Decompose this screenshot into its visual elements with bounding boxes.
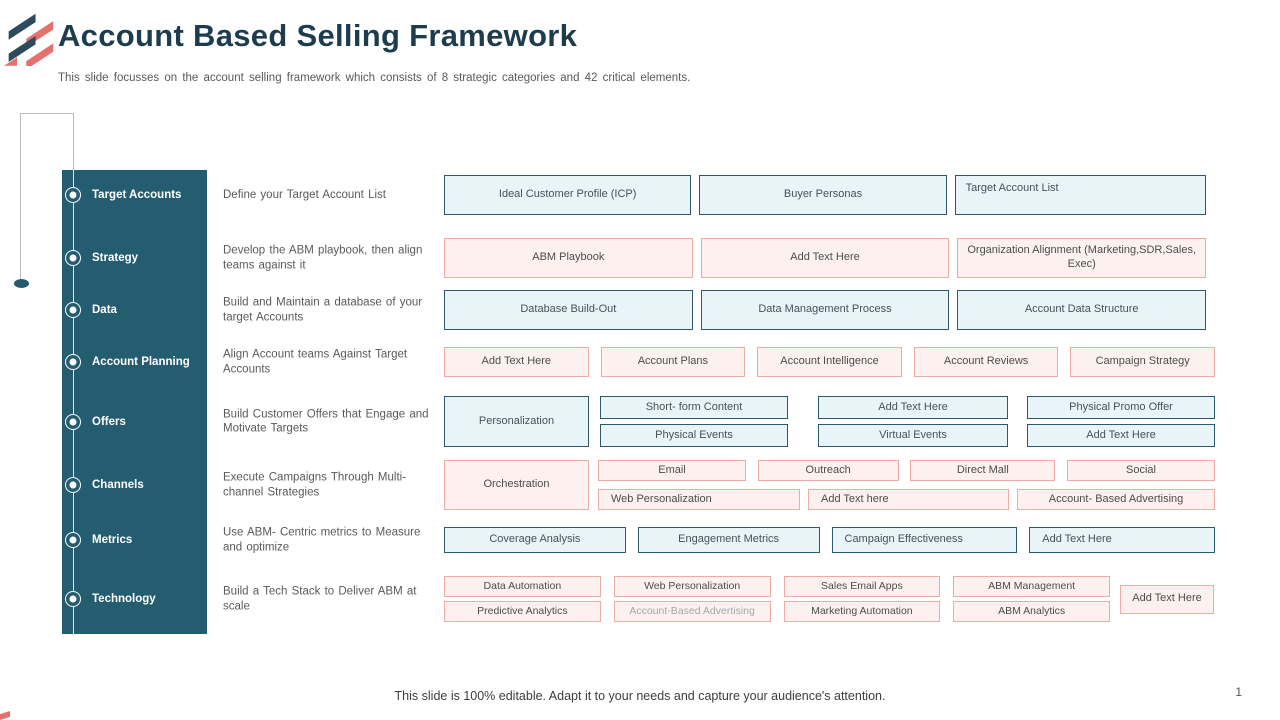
framework-box[interactable]: Add Text Here: [1120, 584, 1214, 614]
radio-bullet-icon: [65, 477, 81, 493]
framework-box[interactable]: Add Text Here: [1029, 527, 1215, 553]
radio-bullet-icon: [65, 250, 81, 266]
framework-box[interactable]: Predictive Analytics: [444, 601, 601, 622]
category-row-technology: Technology Build a Tech Stack to Deliver…: [62, 576, 1215, 622]
category-row-channels: Channels Execute Campaigns Through Multi…: [62, 460, 1215, 510]
sidebar-background: [62, 170, 207, 634]
radio-bullet-icon: [65, 302, 81, 318]
framework-box[interactable]: ABM Playbook: [444, 238, 693, 278]
framework-box[interactable]: Virtual Events: [818, 424, 1008, 447]
category-label: Account Planning: [92, 356, 190, 368]
framework-box[interactable]: Organization Alignment (Marketing,SDR,Sa…: [957, 238, 1207, 278]
framework-box[interactable]: Campaign Strategy: [1070, 347, 1215, 377]
category-description: Align Account teams Against Target Accou…: [223, 348, 408, 376]
company-logo-icon: [4, 13, 54, 66]
page-title: Account Based Selling Framework: [58, 18, 578, 53]
framework-box[interactable]: Buyer Personas: [699, 175, 947, 215]
category-description: Execute Campaigns Through Multi-channel …: [223, 471, 407, 499]
framework-box[interactable]: Web Personalization: [613, 576, 771, 597]
framework-box[interactable]: Account Plans: [600, 347, 746, 377]
page-number: 1: [1235, 685, 1242, 699]
framework-box[interactable]: Sales Email Apps: [783, 576, 941, 597]
radio-bullet-icon: [65, 413, 81, 430]
sidebar-timeline-line: [73, 170, 74, 634]
framework-box[interactable]: Physical Events: [600, 424, 788, 447]
framework-box-tall[interactable]: Orchestration: [444, 460, 589, 510]
framework-box[interactable]: Data Automation: [444, 576, 601, 597]
category-row-account-planning: Account Planning Align Account teams Aga…: [62, 347, 1215, 377]
category-label: Technology: [92, 593, 156, 605]
framework-box[interactable]: Social: [1066, 460, 1215, 481]
framework-box[interactable]: Physical Promo Offer: [1027, 396, 1215, 419]
connector-line-vertical: [20, 113, 21, 280]
page-subtitle: This slide focusses on the account selli…: [58, 72, 691, 84]
framework-box[interactable]: Email: [598, 460, 746, 481]
framework-box[interactable]: Marketing Automation: [783, 601, 941, 622]
framework-box[interactable]: Add Text Here: [818, 396, 1008, 419]
framework-box[interactable]: Account Data Structure: [957, 290, 1207, 330]
radio-bullet-icon: [65, 187, 81, 203]
category-row-data: Data Build and Maintain a database of yo…: [62, 290, 1215, 330]
category-description: Use ABM- Centric metrics to Measure and …: [223, 526, 421, 554]
category-label: Strategy: [92, 252, 139, 264]
framework-box[interactable]: Web Personalization: [598, 489, 800, 510]
category-row-strategy: Strategy Develop the ABM playbook, then …: [62, 238, 1215, 278]
connector-line-to-sidebar: [73, 113, 74, 170]
radio-bullet-icon: [65, 354, 81, 370]
category-description: Build a Tech Stack to Deliver ABM at sca…: [223, 585, 417, 613]
category-label: Data: [92, 304, 117, 316]
framework-box[interactable]: Database Build-Out: [444, 290, 693, 330]
framework-box-tall[interactable]: Personalization: [444, 396, 589, 447]
category-description: Build Customer Offers that Engage and Mo…: [223, 408, 429, 435]
framework-box[interactable]: Short- form Content: [600, 396, 788, 419]
category-label: Metrics: [92, 534, 133, 546]
framework-box[interactable]: Coverage Analysis: [444, 527, 626, 553]
framework-box[interactable]: Direct Mall: [910, 460, 1056, 481]
footer-note: This slide is 100% editable. Adapt it to…: [394, 689, 886, 703]
category-row-offers: Offers Build Customer Offers that Engage…: [62, 396, 1215, 447]
connector-line-horizontal: [20, 113, 74, 114]
framework-box[interactable]: Account Intelligence: [757, 347, 902, 377]
framework-box[interactable]: Account-Based Advertising: [613, 601, 771, 622]
corner-accent-shape: [0, 711, 10, 720]
framework-box[interactable]: Outreach: [757, 460, 899, 481]
category-description: Develop the ABM playbook, then align tea…: [223, 244, 423, 272]
category-row-metrics: Metrics Use ABM- Centric metrics to Meas…: [62, 527, 1215, 553]
framework-box[interactable]: Account- Based Advertising: [1017, 489, 1215, 510]
radio-bullet-icon: [65, 591, 81, 607]
framework-box[interactable]: Data Management Process: [700, 290, 950, 330]
category-label: Target Accounts: [92, 189, 182, 201]
framework-box[interactable]: ABM Management: [953, 576, 1110, 597]
framework-box[interactable]: Add Text here: [808, 489, 1009, 510]
framework-box[interactable]: Target Account List: [954, 175, 1206, 215]
category-label: Offers: [92, 415, 126, 428]
framework-box[interactable]: Add Text Here: [700, 238, 950, 278]
framework-box[interactable]: ABM Analytics: [953, 601, 1110, 622]
framework-box[interactable]: Engagement Metrics: [637, 527, 820, 553]
framework-box[interactable]: Campaign Effectiveness: [831, 527, 1018, 553]
category-row-target-accounts: Target Accounts Define your Target Accou…: [62, 175, 1215, 215]
category-description: Define your Target Account List: [223, 188, 386, 201]
radio-bullet-icon: [65, 532, 81, 548]
framework-box[interactable]: Ideal Customer Profile (ICP): [444, 175, 692, 215]
framework-box[interactable]: Account Reviews: [913, 347, 1059, 377]
category-label: Channels: [92, 479, 144, 491]
framework-box[interactable]: Add Text Here: [444, 347, 589, 377]
connector-dot: [14, 279, 29, 288]
category-description: Build and Maintain a database of your ta…: [223, 296, 423, 324]
framework-box[interactable]: Add Text Here: [1027, 424, 1215, 447]
